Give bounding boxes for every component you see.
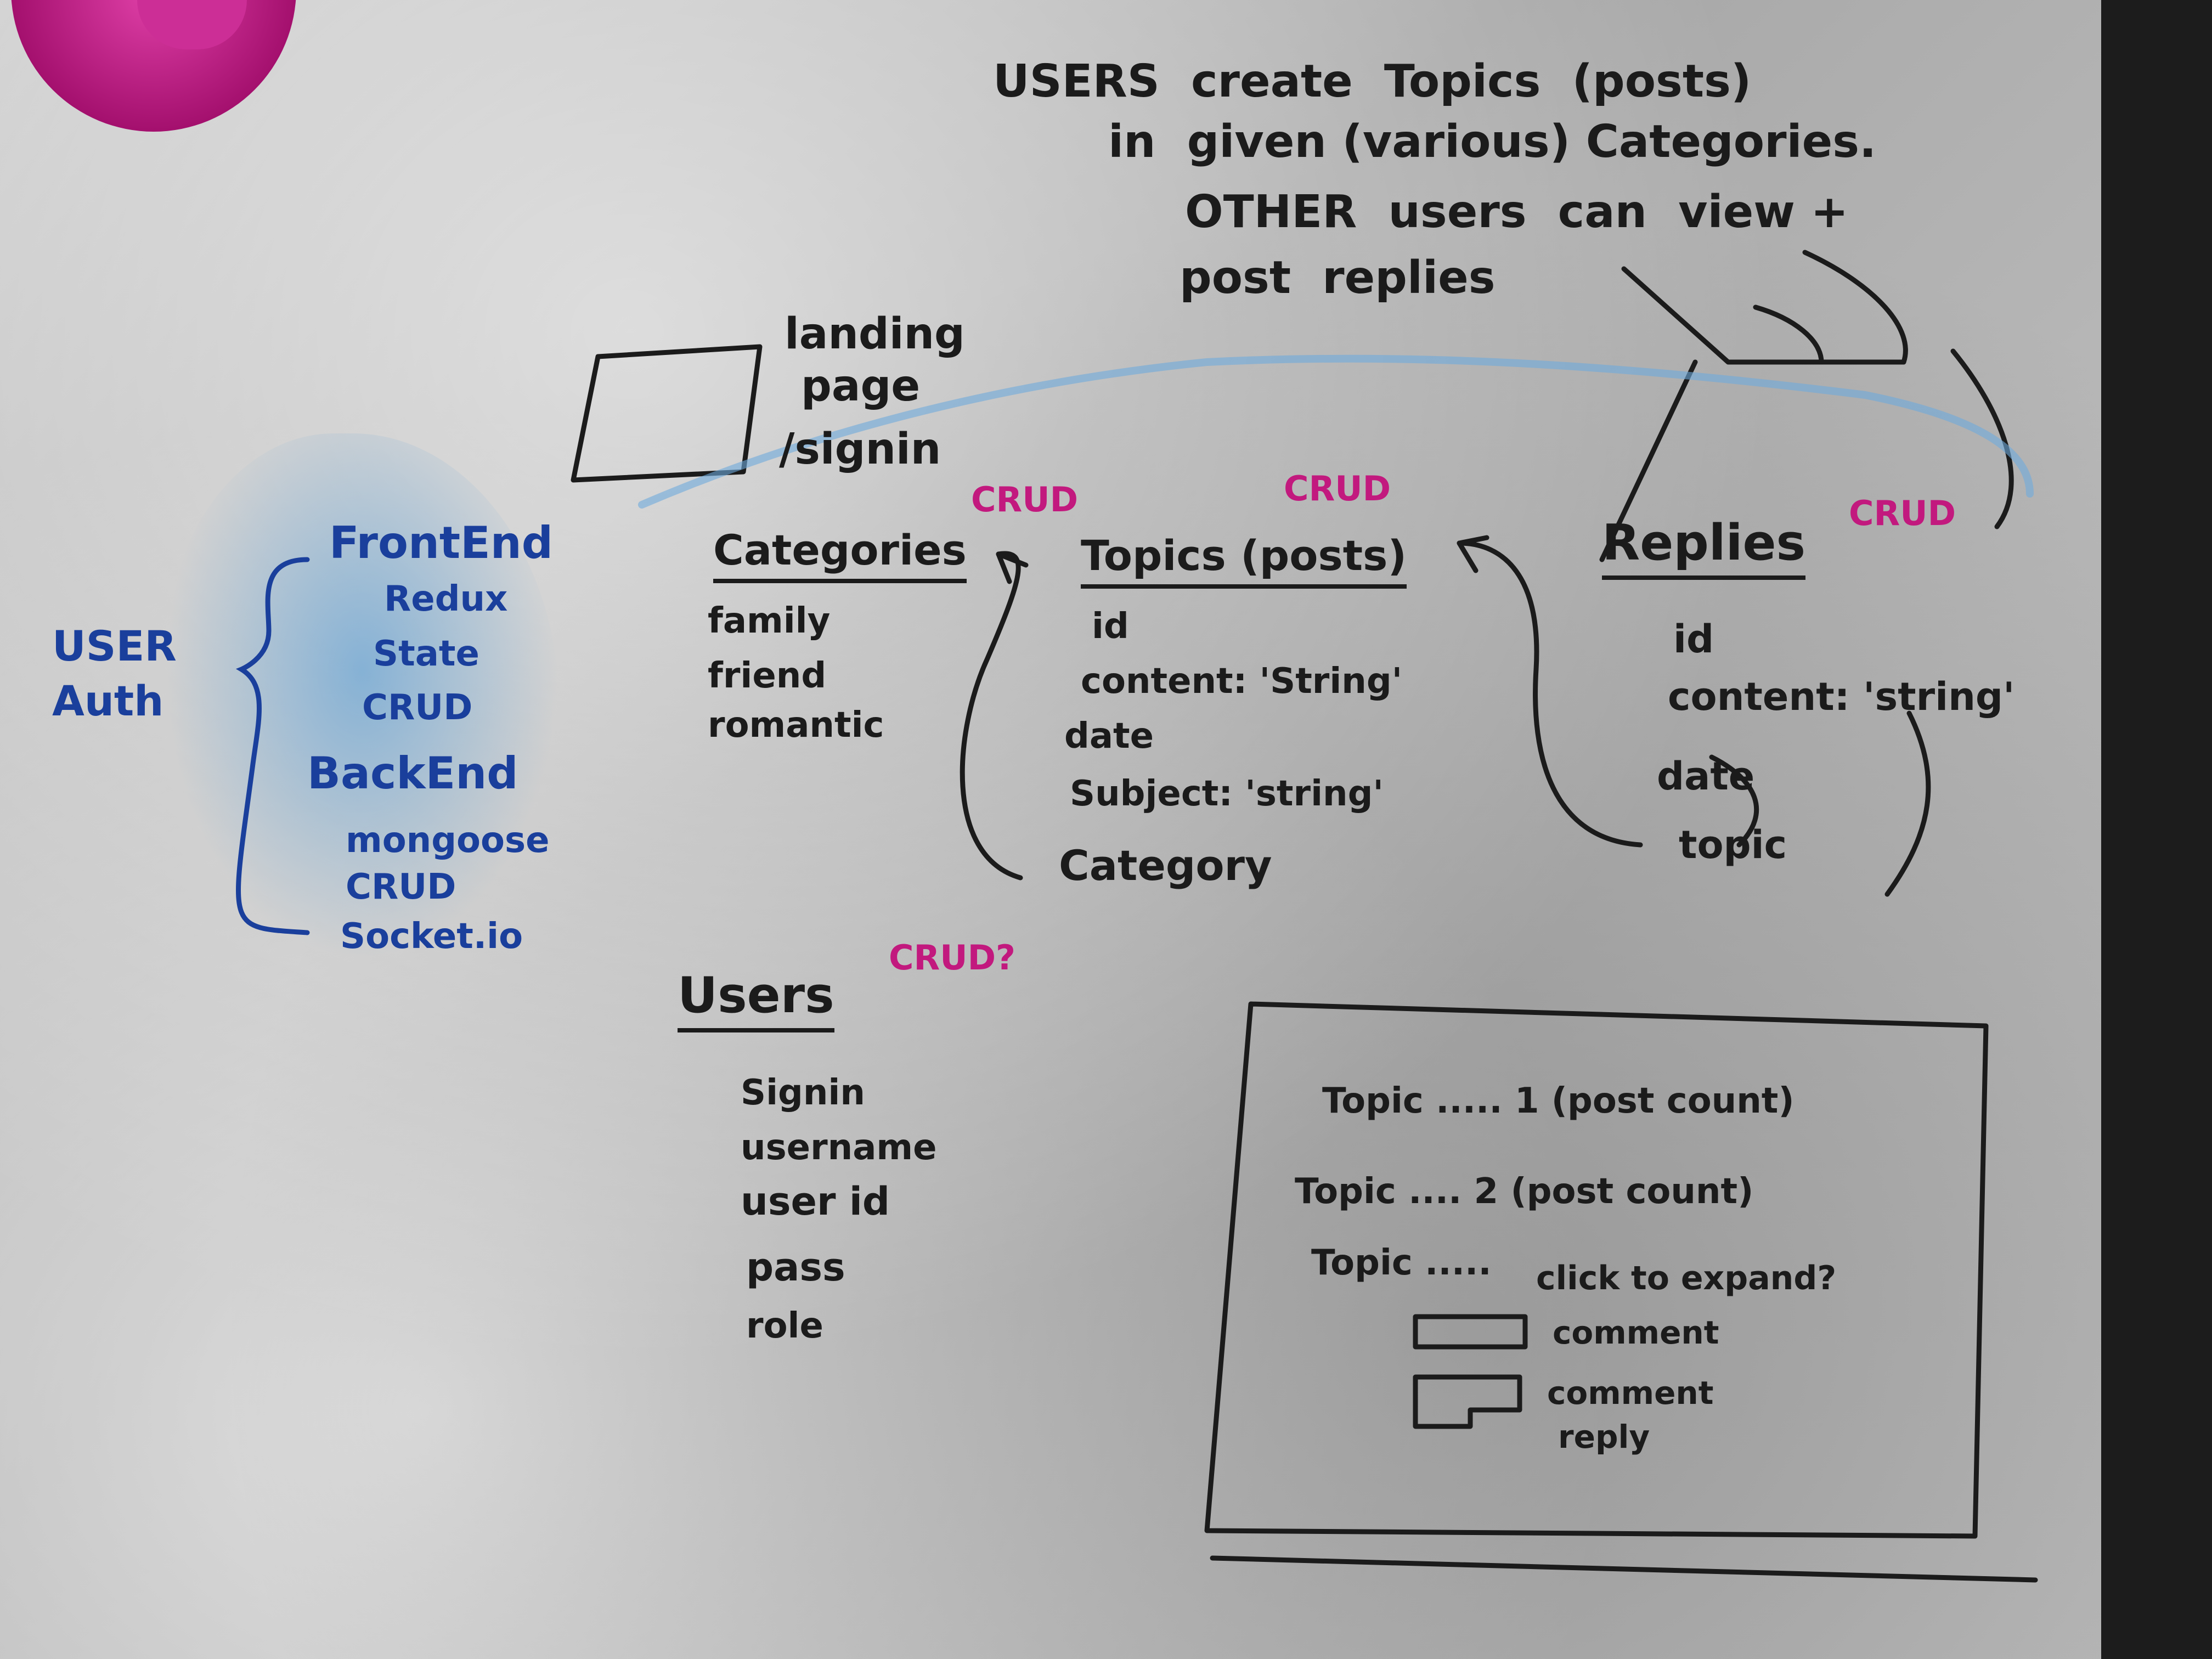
- frontend-item: State: [373, 634, 479, 674]
- intro-line-3: OTHER users can view +: [1185, 186, 1849, 238]
- replies-title: Replies: [1602, 518, 1806, 580]
- user-field: user id: [741, 1179, 890, 1224]
- reply-field: topic: [1679, 822, 1787, 867]
- category-item: romantic: [708, 705, 884, 746]
- mockup-topic-row-3-label: Topic .....: [1311, 1243, 1492, 1283]
- frontend-item: CRUD: [362, 687, 473, 728]
- intro-arrow-replies: [1802, 250, 1908, 365]
- backend-title: BackEnd: [307, 748, 518, 799]
- auth-title-line-1: USER: [52, 622, 177, 670]
- arrow-topics-to-categories: [960, 551, 1023, 881]
- intro-line-4: post replies: [1180, 252, 1496, 304]
- category-item: friend: [708, 656, 827, 696]
- landing-page-box: [571, 344, 763, 483]
- mockup-comment-2: comment: [1547, 1374, 1714, 1412]
- mockup-click-to-expand: click to expand?: [1536, 1259, 1837, 1297]
- mockup-topic-row-2: Topic .... 2 (post count): [1295, 1171, 1754, 1212]
- whiteboard: USERS create Topics (posts) in given (va…: [0, 0, 2101, 1659]
- frontend-title: FrontEnd: [329, 517, 554, 568]
- topics-crud-badge: CRUD: [1284, 469, 1391, 509]
- topic-field: id: [1092, 606, 1129, 647]
- comment-box-1: [1413, 1314, 1528, 1350]
- topic-field: date: [1064, 716, 1154, 757]
- categories-crud-badge: CRUD: [971, 479, 1079, 520]
- mockup-reply: reply: [1558, 1418, 1650, 1455]
- intro-line-1: USERS create Topics (posts): [993, 55, 1752, 108]
- user-field: role: [746, 1306, 823, 1346]
- category-item: family: [708, 601, 831, 641]
- auth-brace: [235, 557, 310, 935]
- user-field: Signin: [741, 1073, 865, 1113]
- landing-line-1: landing: [785, 309, 965, 359]
- landing-line-3: /signin: [779, 425, 941, 474]
- mockup-frame: [1204, 1001, 1989, 1539]
- categories-title: Categories: [713, 529, 967, 583]
- blue-erased-smudge: [165, 433, 560, 960]
- replies-brace: [1709, 754, 1759, 848]
- landing-line-2: page: [801, 362, 921, 411]
- users-title: Users: [678, 971, 834, 1032]
- frontend-item: Redux: [384, 579, 508, 619]
- topic-field: content: 'String': [1081, 661, 1403, 702]
- replies-crud-badge: CRUD: [1849, 493, 1956, 533]
- backend-item: mongoose: [346, 820, 550, 861]
- intro-line-2: in given (various) Categories.: [1108, 116, 1877, 168]
- users-crud-badge: CRUD?: [889, 938, 1016, 978]
- mockup-comment-1: comment: [1553, 1314, 1719, 1351]
- backend-item: CRUD: [346, 867, 456, 907]
- user-field: pass: [746, 1245, 845, 1290]
- arrow-replies-to-topics: [1457, 540, 1643, 848]
- topic-field: Subject: 'string': [1070, 774, 1384, 814]
- auth-title-line-2: Auth: [52, 676, 164, 725]
- reply-field: content: 'string': [1668, 674, 2015, 719]
- reply-field: id: [1673, 617, 1714, 662]
- comment-box-2: [1413, 1374, 1522, 1429]
- backend-item: Socket.io: [340, 916, 523, 957]
- topics-title: Topics (posts): [1081, 535, 1407, 589]
- user-field: username: [741, 1127, 937, 1168]
- intro-arrow-view: [1621, 266, 1906, 365]
- ink-strokes: [235, 250, 2034, 1539]
- topic-field: Category: [1059, 841, 1272, 890]
- reply-field: date: [1657, 754, 1755, 799]
- mockup-topic-row-1: Topic ..... 1 (post count): [1322, 1081, 1795, 1121]
